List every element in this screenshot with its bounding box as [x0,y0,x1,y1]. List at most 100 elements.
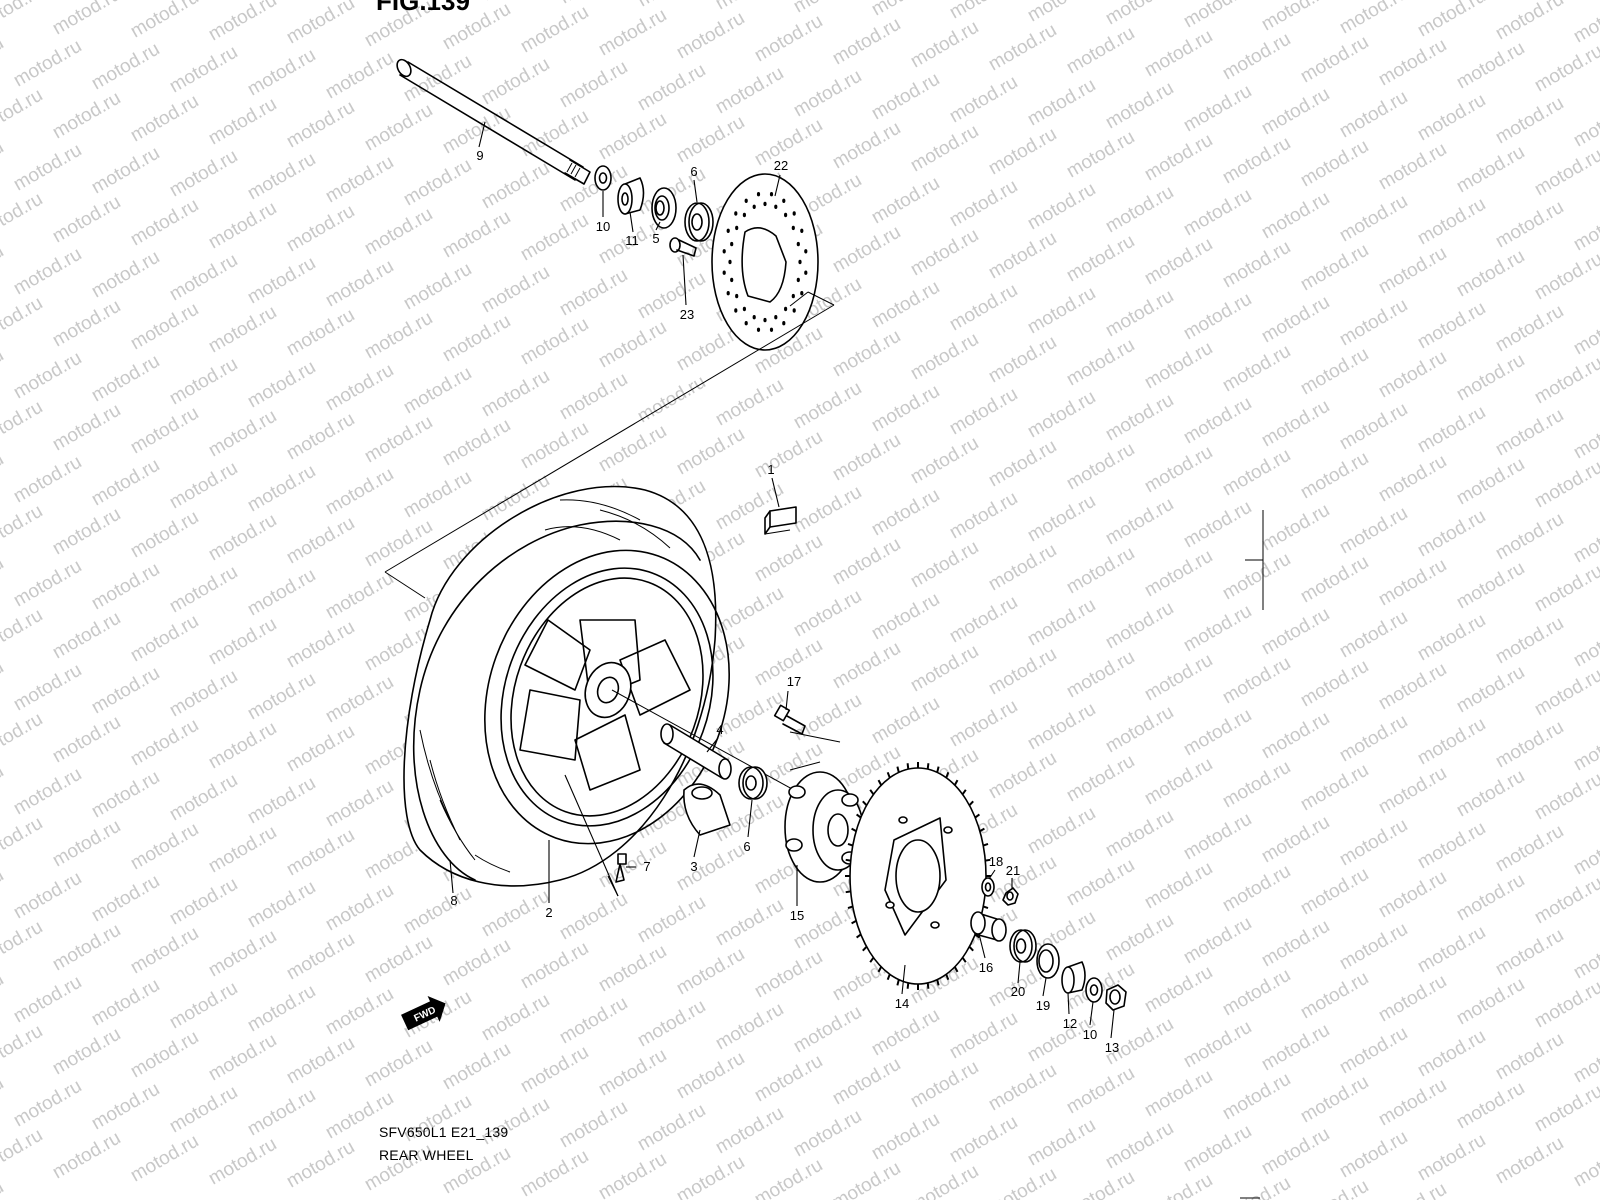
watermark-text: motod.ru [1063,231,1138,287]
watermark-text: motod.ru [205,302,280,358]
watermark-text: motod.ru [10,764,85,820]
balance-weight-part-1[interactable] [764,506,797,535]
watermark-text: motod.ru [1063,751,1138,807]
axle-nut-part-13[interactable] [1105,984,1127,1011]
watermark-text: motod.ru [946,280,1021,336]
sprocket-tooth [845,858,851,862]
callout-22: 22 [774,158,788,173]
hub-spacer-part-4[interactable] [660,723,732,780]
watermark-text: motod.ru [1297,1072,1372,1128]
washer-part-18[interactable] [981,877,995,897]
watermark-text: motod.ru [1375,763,1450,819]
watermark-text: motod.ru [985,1060,1060,1116]
disc-hole [722,270,726,275]
watermark-text: motod.ru [634,60,709,116]
watermark-text: motod.ru [985,540,1060,596]
bearing-part-20[interactable] [1009,929,1037,963]
watermark-text: motod.ru [0,553,7,609]
washer-part-10-lower[interactable] [1085,977,1103,1003]
callout-20: 20 [1011,984,1025,999]
watermark-text: motod.ru [1141,234,1216,290]
watermark-text: motod.ru [829,430,904,486]
watermark-text: motod.ru [946,176,1021,232]
disc-bolt-part-23[interactable] [669,237,697,257]
watermark-text: motod.ru [1297,760,1372,816]
watermark-text: motod.ru [1453,662,1528,718]
watermark-text: motod.ru [829,1054,904,1110]
watermark-text: motod.ru [1102,598,1177,654]
watermark-text: motod.ru [205,614,280,670]
watermark-text: motod.ru [1141,650,1216,706]
disc-hole [763,201,767,207]
tire-part-8[interactable] [403,485,717,887]
section-title: REAR WHEEL [379,1147,474,1163]
rear-sprocket-part-14[interactable] [845,762,991,990]
callout-19: 19 [1036,998,1050,1013]
watermark-text: motod.ru [1258,500,1333,556]
disc-hole [730,241,734,247]
watermark-text: motod.ru [1063,335,1138,391]
bearing-part-6-top[interactable] [684,202,714,242]
watermark-text: motod.ru [1258,84,1333,140]
watermark-text: motod.ru [1453,766,1528,822]
watermark-text: motod.ru [1414,90,1489,146]
wheel-rim-part-2[interactable] [445,516,769,879]
oil-seal-part-5[interactable] [651,187,677,229]
watermark-text: motod.ru [946,696,1021,752]
watermark-text: motod.ru [0,85,46,141]
sprocket-tooth [945,771,950,779]
disc-hole [752,315,756,320]
watermark-text: motod.ru [166,666,241,722]
watermark-text: motod.ru [1297,864,1372,920]
watermark-text: motod.ru [1219,237,1294,293]
watermark-text: motod.ru [127,1131,202,1187]
spacer-part-12[interactable] [1061,961,1086,994]
watermark-text: motod.ru [1141,442,1216,498]
sprocket-tooth [982,905,989,910]
watermark-text: motod.ru [1063,855,1138,911]
damper-part-3[interactable] [683,783,731,836]
watermark-text: motod.ru [1336,295,1411,351]
washer-part-10-top[interactable] [594,165,612,191]
watermark-text: motod.ru [1141,754,1216,810]
watermark-text: motod.ru [595,109,670,165]
watermark-text: motod.ru [907,1057,982,1113]
watermark-text: motod.ru [0,241,7,297]
watermark-text: motod.ru [127,507,202,563]
watermark-text: motod.ru [88,1079,163,1135]
brake-disc-part-22[interactable] [711,173,819,351]
watermark-text: motod.ru [1492,821,1567,877]
oil-seal-part-19[interactable] [1036,943,1060,979]
watermark-text: motod.ru [0,397,46,453]
axle-part-9[interactable] [394,57,591,185]
watermark-text: motod.ru [244,877,319,933]
sprocket-tooth [926,982,930,989]
watermark-text: motod.ru [88,247,163,303]
callout-7: 7 [643,859,650,874]
callout-6-top: 6 [690,164,697,179]
watermark-text: motod.ru [283,1033,358,1089]
sprocket-tooth [936,979,940,986]
watermark-text: motod.ru [1414,298,1489,354]
watermark-text: motod.ru [829,638,904,694]
watermark-text: motod.ru [556,265,631,321]
disc-hole [734,211,738,216]
valve-part-7[interactable] [615,853,627,883]
watermark-text: motod.ru [1063,23,1138,79]
disc-hole [804,270,808,275]
callout-9: 9 [476,148,483,163]
watermark-text: motod.ru [127,195,202,251]
watermark-text: motod.ru [985,228,1060,284]
sprocket-tooth [851,920,857,925]
watermark-text: motod.ru [1219,653,1294,709]
watermark-text: motod.ru [478,54,553,110]
bearing-part-6-lower[interactable] [738,766,768,800]
spacer-part-11[interactable] [617,177,645,215]
watermark-text: motod.ru [1492,613,1567,669]
watermark-text: motod.ru [283,617,358,673]
callout-10-top: 10 [596,219,610,234]
spacer-part-16[interactable] [970,911,1007,942]
nut-part-21[interactable] [1002,887,1019,906]
watermark-text: motod.ru [1531,561,1600,617]
